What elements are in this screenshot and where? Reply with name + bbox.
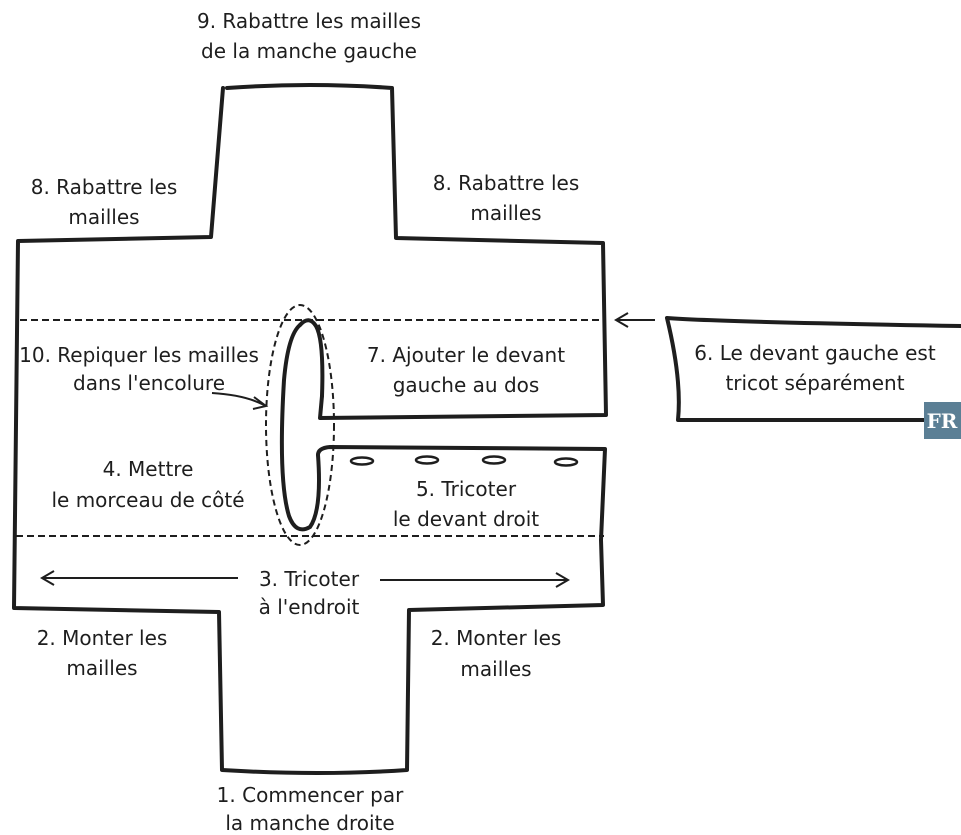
arrow-left-head — [40, 570, 55, 586]
label-step1: 1. Commencer par la manche droite — [217, 783, 404, 835]
arrow-right-head — [555, 572, 570, 588]
svg-text:1. Commencer par: 1. Commencer par — [217, 783, 404, 807]
svg-text:le morceau de côté: le morceau de côté — [51, 488, 244, 512]
label-step5: 5. Tricoter le devant droit — [393, 477, 539, 531]
buttonhole — [481, 455, 507, 465]
buttonhole — [553, 457, 579, 467]
svg-text:10. Repiquer les mailles: 10. Repiquer les mailles — [19, 343, 259, 367]
label-step7: 7. Ajouter le devant gauche au dos — [367, 343, 565, 397]
svg-text:de la manche gauche: de la manche gauche — [201, 39, 417, 63]
label-step3: 3. Tricoter à l'endroit — [259, 567, 360, 619]
svg-text:6. Le devant gauche est: 6. Le devant gauche est — [694, 341, 936, 365]
svg-text:9. Rabattre les mailles: 9. Rabattre les mailles — [197, 9, 421, 33]
arrow-step10-head — [252, 396, 269, 410]
buttonhole — [349, 456, 375, 466]
svg-text:le devant droit: le devant droit — [393, 507, 539, 531]
neck-dashed-outline — [265, 304, 335, 546]
svg-text:8. Rabattre les: 8. Rabattre les — [433, 171, 580, 195]
svg-text:2. Monter les: 2. Monter les — [37, 626, 168, 650]
svg-text:4. Mettre: 4. Mettre — [103, 457, 194, 481]
svg-text:mailles: mailles — [470, 201, 541, 225]
label-step2-left: 2. Monter les mailles — [37, 626, 168, 680]
label-step8-left: 8. Rabattre les mailles — [31, 175, 178, 229]
svg-text:mailles: mailles — [68, 205, 139, 229]
svg-text:mailles: mailles — [66, 656, 137, 680]
svg-text:dans l'encolure: dans l'encolure — [73, 371, 225, 395]
label-step2-right: 2. Monter les mailles — [431, 626, 562, 681]
svg-text:à l'endroit: à l'endroit — [259, 595, 360, 619]
svg-text:2. Monter les: 2. Monter les — [431, 626, 562, 650]
neck-opening — [298, 318, 325, 398]
label-step8-right: 8. Rabattre les mailles — [433, 171, 580, 225]
arrow-step10 — [211, 392, 265, 406]
label-step9: 9. Rabattre les mailles de la manche gau… — [197, 9, 421, 63]
arrow-step6-head — [614, 312, 629, 328]
label-step10: 10. Repiquer les mailles dans l'encolure — [19, 343, 259, 395]
svg-text:la manche droite: la manche droite — [225, 811, 394, 835]
svg-text:7. Ajouter le devant: 7. Ajouter le devant — [367, 343, 565, 367]
buttonhole — [414, 455, 440, 465]
left-front-box — [665, 316, 961, 422]
label-step6: 6. Le devant gauche est tricot séparémen… — [694, 341, 936, 395]
language-badge — [924, 402, 961, 439]
garment-outline — [12, 83, 608, 775]
svg-text:tricot séparément: tricot séparément — [725, 371, 904, 395]
neck-opening-lower — [279, 323, 321, 532]
svg-text:3. Tricoter: 3. Tricoter — [259, 567, 360, 591]
label-step4: 4. Mettre le morceau de côté — [51, 457, 244, 512]
svg-text:mailles: mailles — [460, 657, 531, 681]
svg-text:5. Tricoter: 5. Tricoter — [416, 477, 517, 501]
language-badge-text: FR — [927, 409, 958, 433]
svg-text:gauche au dos: gauche au dos — [393, 373, 540, 397]
svg-text:8. Rabattre les: 8. Rabattre les — [31, 175, 178, 199]
